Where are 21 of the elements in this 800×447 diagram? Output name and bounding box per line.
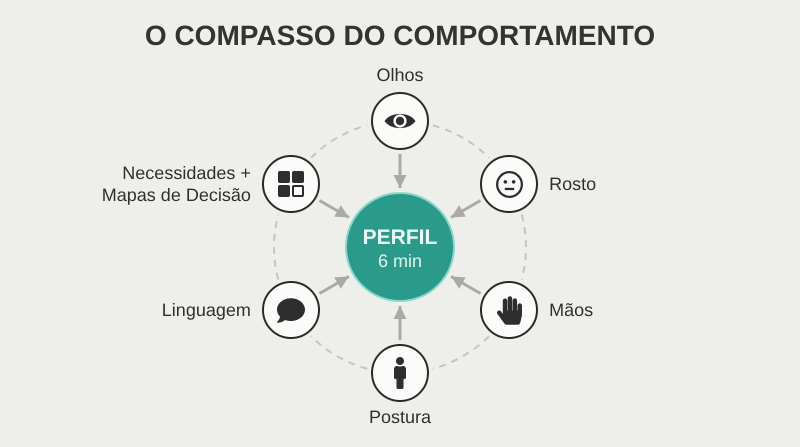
hub-title: PERFIL (362, 226, 438, 250)
arrow (318, 275, 350, 295)
arrow (393, 306, 407, 340)
node-label: Rosto (549, 173, 596, 195)
node-label: Olhos (376, 64, 424, 86)
dashed-arc (310, 124, 368, 159)
dashed-arc (432, 335, 490, 370)
arrow (450, 199, 482, 219)
node-label: Linguagem (162, 299, 251, 321)
arrow (393, 154, 407, 188)
dashed-arc (273, 214, 280, 280)
dashed-arc (310, 335, 368, 370)
arrow (450, 275, 482, 295)
dashed-arc (432, 124, 490, 159)
hub-subtitle: 6 min (378, 250, 422, 272)
diagram-title: O COMPASSO DO COMPORTAMENTO (144, 19, 656, 53)
dashed-arc (520, 214, 527, 280)
node-label: Necessidades + Mapas de Decisão (100, 162, 251, 206)
arrow (318, 199, 350, 219)
node-label: Postura (368, 406, 432, 428)
node-label: Mãos (549, 299, 594, 321)
